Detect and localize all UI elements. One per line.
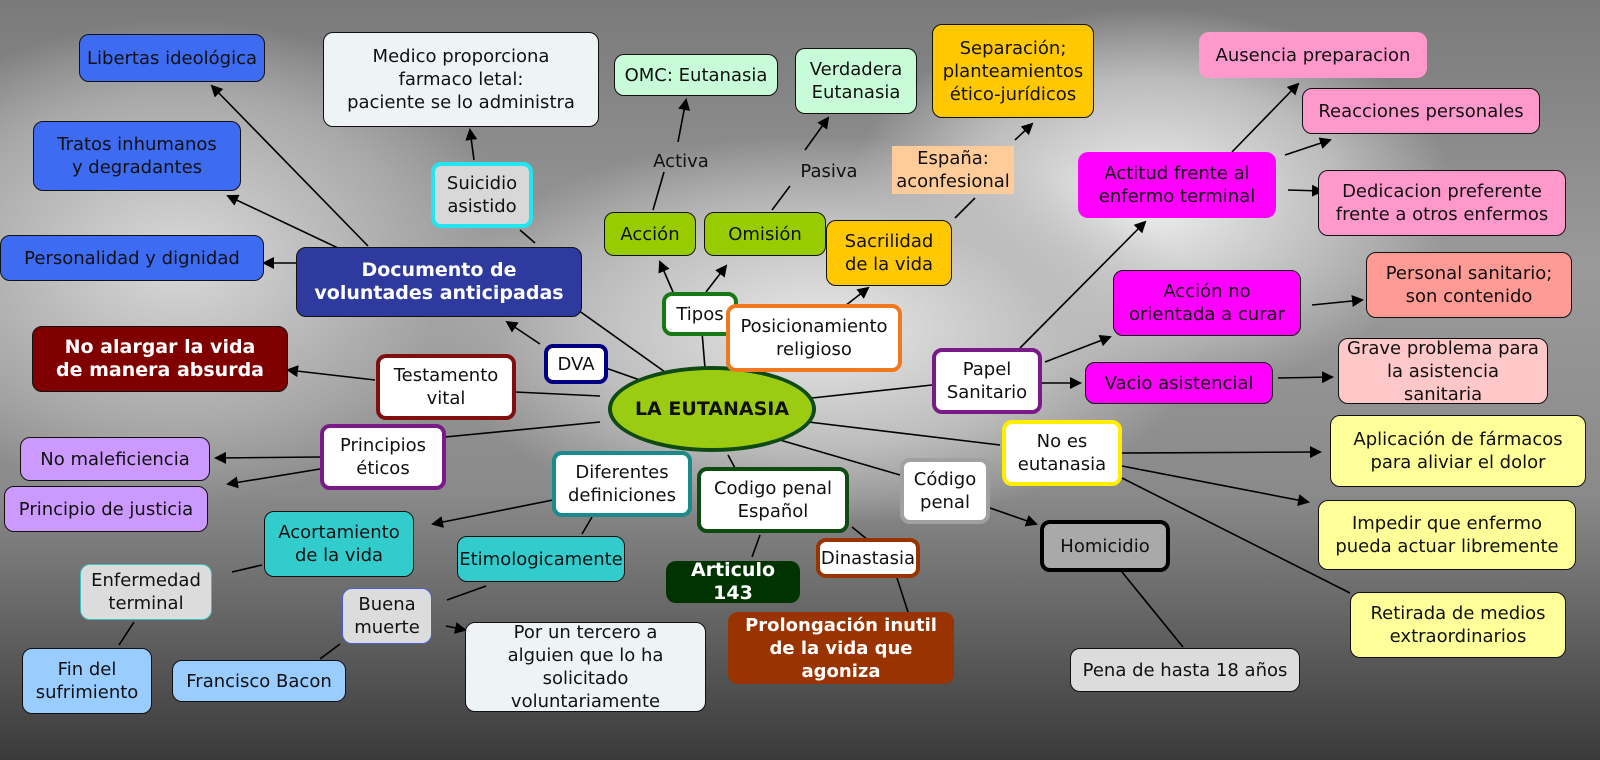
node-ausencia-preparacion[interactable]: Ausencia preparacion	[1199, 32, 1427, 78]
node-no-maleficiencia[interactable]: No maleficiencia	[20, 437, 210, 481]
node-pena-18-anos[interactable]: Pena de hasta 18 años	[1070, 648, 1300, 692]
central-topic[interactable]: LA EUTANASIA	[608, 366, 816, 452]
node-tratos-inhumanos[interactable]: Tratos inhumanos y degradantes	[33, 121, 241, 191]
node-personalidad-dignidad[interactable]: Personalidad y dignidad	[0, 235, 264, 281]
node-buena-muerte[interactable]: Buena muerte	[342, 588, 432, 644]
node-acortamiento-vida[interactable]: Acortamiento de la vida	[264, 511, 414, 577]
node-homicidio[interactable]: Homicidio	[1040, 520, 1170, 572]
node-articulo-143[interactable]: Articulo 143	[666, 559, 800, 604]
label-pasiva: Pasiva	[800, 160, 858, 182]
node-separacion[interactable]: Separación; planteamientos ético-jurídic…	[932, 24, 1094, 118]
node-personal-sanitario[interactable]: Personal sanitario; son contenido	[1366, 252, 1572, 318]
node-actitud-enfermo-terminal[interactable]: Actitud frente al enfermo terminal	[1078, 152, 1276, 218]
node-prolongacion-inutil[interactable]: Prolongación inutil de la vida que agoni…	[728, 612, 954, 684]
node-no-alargar-vida[interactable]: No alargar la vida de manera absurda	[32, 326, 288, 392]
node-codigo-penal[interactable]: Código penal	[900, 458, 990, 524]
node-por-un-tercero[interactable]: Por un tercero a alguien que lo ha solic…	[465, 622, 706, 712]
node-dedicacion-preferente[interactable]: Dedicacion preferente frente a otros enf…	[1318, 170, 1566, 236]
label-espana-aconfesional: España: aconfesional	[892, 146, 1014, 194]
label-activa: Activa	[653, 150, 709, 172]
node-codigo-penal-espanol[interactable]: Codigo penal Español	[697, 467, 849, 533]
node-enfermedad-terminal[interactable]: Enfermedad terminal	[80, 564, 212, 620]
node-dinastasia[interactable]: Dinastasia	[816, 538, 920, 578]
node-fin-sufrimiento[interactable]: Fin del sufrimiento	[22, 648, 152, 714]
node-testamento-vital[interactable]: Testamento vital	[376, 354, 516, 420]
node-omc-eutanasia[interactable]: OMC: Eutanasia	[614, 54, 778, 96]
node-libertad-ideologica[interactable]: Libertas ideológica	[79, 34, 265, 82]
node-diferentes-definiciones[interactable]: Diferentes definiciones	[552, 451, 692, 517]
node-documento-voluntades[interactable]: Documento de voluntades anticipadas	[296, 247, 582, 317]
node-verdadera-eutanasia[interactable]: Verdadera Eutanasia	[795, 48, 917, 114]
node-no-es-eutanasia[interactable]: No es eutanasia	[1002, 420, 1122, 486]
node-accion[interactable]: Acción	[604, 212, 696, 256]
node-suicidio-asistido[interactable]: Suicidio asistido	[431, 162, 533, 228]
node-impedir-enfermo[interactable]: Impedir que enfermo pueda actuar libreme…	[1318, 500, 1576, 570]
node-vacio-asistencial[interactable]: Vacio asistencial	[1085, 362, 1273, 404]
node-principios-eticos[interactable]: Principios éticos	[320, 424, 446, 490]
node-francisco-bacon[interactable]: Francisco Bacon	[172, 660, 346, 702]
node-principio-justicia[interactable]: Principio de justicia	[4, 486, 208, 532]
node-reacciones-personales[interactable]: Reacciones personales	[1302, 88, 1540, 134]
node-aplicacion-farmacos[interactable]: Aplicación de fármacos para aliviar el d…	[1330, 415, 1586, 487]
node-etimologicamente[interactable]: Etimologicamente	[457, 536, 625, 582]
node-omision[interactable]: Omisión	[704, 212, 826, 256]
node-grave-problema[interactable]: Grave problema para la asistencia sanita…	[1338, 338, 1548, 405]
node-sacrilidad-vida[interactable]: Sacrilidad de la vida	[826, 220, 952, 286]
node-medico-proporciona[interactable]: Medico proporciona farmaco letal: pacien…	[323, 32, 599, 127]
node-retirada-medios[interactable]: Retirada de medios extraordinarios	[1350, 592, 1566, 658]
node-accion-no-orientada[interactable]: Acción no orientada a curar	[1113, 270, 1301, 336]
node-posicionamiento-religioso[interactable]: Posicionamiento religioso	[726, 304, 902, 372]
node-papel-sanitario[interactable]: Papel Sanitario	[932, 348, 1042, 414]
node-dva[interactable]: DVA	[544, 344, 608, 384]
